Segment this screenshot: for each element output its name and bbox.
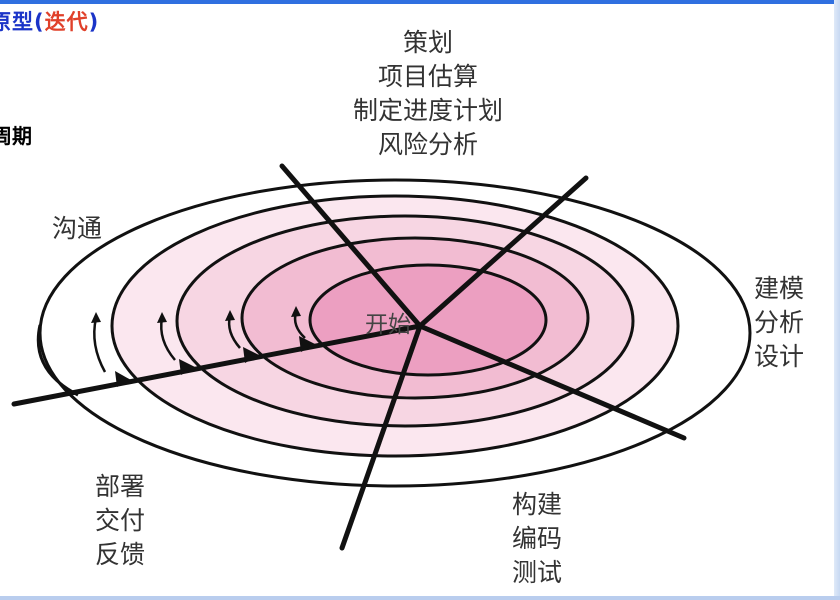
right-scrollbar[interactable] — [834, 0, 840, 600]
curl-head-1 — [91, 312, 101, 323]
slide-title: 原型(迭代) — [0, 10, 100, 34]
outer-left-arc — [36, 324, 79, 397]
center-start-label: 开始 — [365, 312, 411, 338]
arrowhead-2 — [179, 359, 195, 375]
curl-head-2 — [157, 312, 167, 323]
axis-right — [417, 323, 687, 441]
curl-head-3 — [225, 310, 235, 321]
axis-bottom — [339, 323, 423, 551]
arrowhead-4 — [299, 336, 315, 352]
arrowhead-1 — [115, 371, 131, 387]
label-planning: 策划 项目估算 制定进度计划 风险分析 — [352, 28, 503, 159]
label-communication: 沟通 — [52, 214, 103, 243]
top-border — [0, 0, 840, 4]
arrowhead-3 — [243, 347, 259, 363]
curl-head-4 — [291, 306, 301, 317]
axis-top-right — [417, 175, 589, 329]
label-modeling: 建模 分析 设计 — [754, 274, 805, 371]
label-deployment: 部署 交付 反馈 — [95, 472, 146, 569]
bottom-border — [0, 596, 840, 600]
label-construction: 构建 编码 测试 — [512, 490, 563, 587]
slide-subtitle: 周期 — [0, 124, 32, 148]
axis-left — [11, 323, 423, 407]
axis-top-left — [279, 163, 423, 329]
